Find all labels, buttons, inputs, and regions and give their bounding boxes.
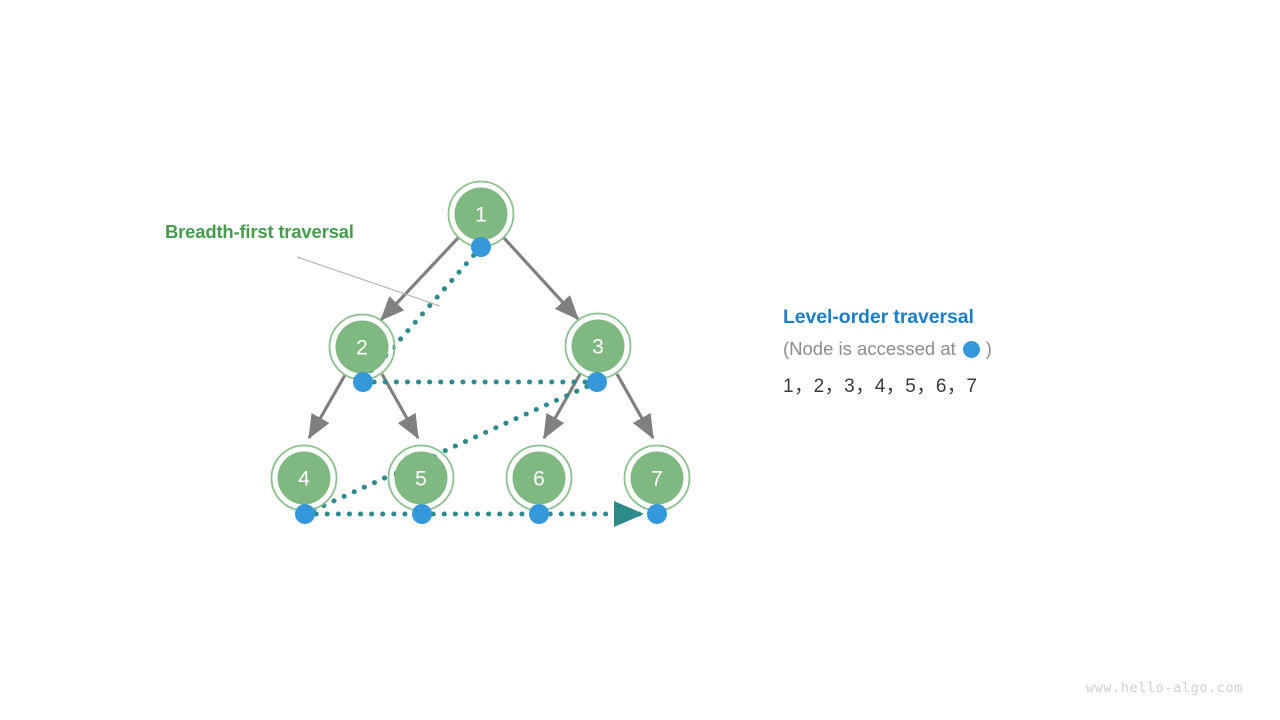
tree-node-1[interactable]: 1 xyxy=(447,180,515,248)
edge-3-to-7 xyxy=(615,373,655,440)
traversal-segment-1-to-2 xyxy=(360,244,484,385)
tree-node-2[interactable]: 2 xyxy=(328,313,396,381)
visit-dot-icon-node-2 xyxy=(353,372,373,392)
edge-2-to-4 xyxy=(307,374,347,440)
visit-dot-icon-node-1 xyxy=(471,237,491,257)
tree-node-3[interactable]: 3 xyxy=(564,312,632,380)
traversal-segment-3-to-4 xyxy=(302,379,600,517)
node-label: 6 xyxy=(533,468,545,491)
visit-dot-icon-node-3 xyxy=(587,372,607,392)
node-label: 2 xyxy=(356,337,368,360)
note-suffix-text: ) xyxy=(985,338,992,359)
node-label: 4 xyxy=(298,468,310,491)
node-label: 3 xyxy=(592,336,604,359)
level-order-panel: Level-order traversal (Node is accessed … xyxy=(783,306,1213,398)
traversal-path xyxy=(302,244,644,528)
tree-node-4[interactable]: 4 xyxy=(270,444,338,512)
visit-markers xyxy=(295,237,667,524)
note-prefix-text: (Node is accessed at xyxy=(783,338,956,359)
node-label: 7 xyxy=(651,468,663,491)
tree-node-7[interactable]: 7 xyxy=(623,444,691,512)
edge-1-to-3 xyxy=(502,236,580,321)
node-label: 1 xyxy=(475,204,487,227)
node-body xyxy=(454,187,508,241)
node-body xyxy=(630,451,684,505)
tree-edges xyxy=(307,236,655,440)
edge-1-to-2 xyxy=(379,236,460,322)
tree-node-6[interactable]: 6 xyxy=(505,444,573,512)
edge-3-to-6 xyxy=(542,373,582,440)
breadth-first-traversal-caption: Breadth-first traversal xyxy=(165,221,354,242)
watermark: www.hello-algo.com xyxy=(1085,680,1243,696)
node-body xyxy=(335,320,389,374)
node-body xyxy=(512,451,566,505)
visit-dot-icon-node-4 xyxy=(295,504,315,524)
caption-leader-line xyxy=(296,256,441,307)
node-body xyxy=(394,451,448,505)
edge-2-to-5 xyxy=(380,373,420,440)
visit-dot-icon-node-7 xyxy=(647,504,667,524)
visit-dot-icon-node-5 xyxy=(412,504,432,524)
node-body xyxy=(571,319,625,373)
blue-dot-icon xyxy=(962,340,980,358)
node-body xyxy=(277,451,331,505)
tree-node-5[interactable]: 5 xyxy=(387,444,455,512)
node-label: 5 xyxy=(415,468,427,491)
level-order-sequence: 1，2，3，4，5，6，7 xyxy=(783,376,978,397)
level-order-title: Level-order traversal xyxy=(783,306,974,328)
level-order-note: (Node is accessed at ) xyxy=(783,338,1213,360)
visit-dot-icon-node-6 xyxy=(529,504,549,524)
